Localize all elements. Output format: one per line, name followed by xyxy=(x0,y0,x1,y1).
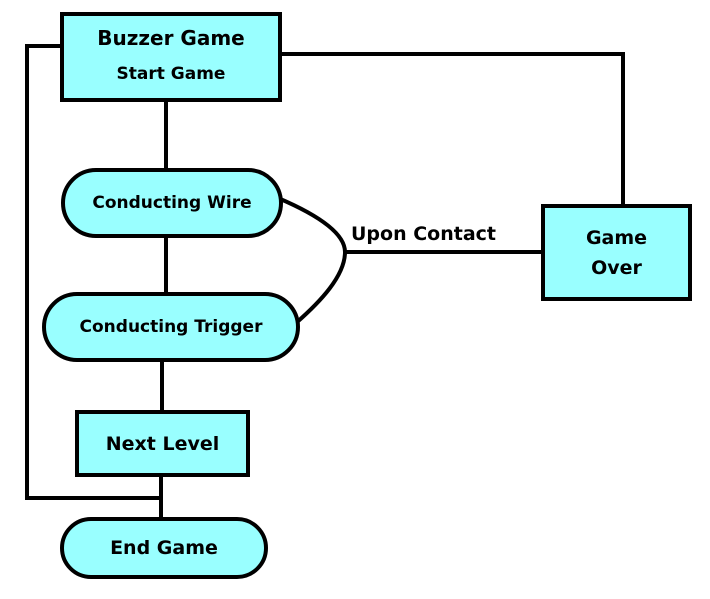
start-game-node: Buzzer Game Start Game xyxy=(60,12,282,102)
game-over-line2: Over xyxy=(591,256,642,279)
game-over-node: Game Over xyxy=(541,204,692,301)
game-over-line1: Game xyxy=(585,226,648,249)
conducting-wire-label: Conducting Wire xyxy=(92,193,252,213)
conducting-trigger-label: Conducting Trigger xyxy=(79,317,263,337)
next-level-node: Next Level xyxy=(75,410,250,477)
start-node-title: Buzzer Game xyxy=(97,26,245,50)
connector-start-to-game-over xyxy=(280,52,625,206)
connector-loop-back xyxy=(25,44,163,500)
end-game-label: End Game xyxy=(110,537,218,559)
end-game-node: End Game xyxy=(60,517,268,579)
next-level-label: Next Level xyxy=(105,432,220,455)
upon-contact-label: Upon Contact xyxy=(351,223,496,245)
conducting-wire-node: Conducting Wire xyxy=(61,168,283,238)
conducting-trigger-node: Conducting Trigger xyxy=(42,292,300,362)
start-node-subtitle: Start Game xyxy=(116,64,226,84)
